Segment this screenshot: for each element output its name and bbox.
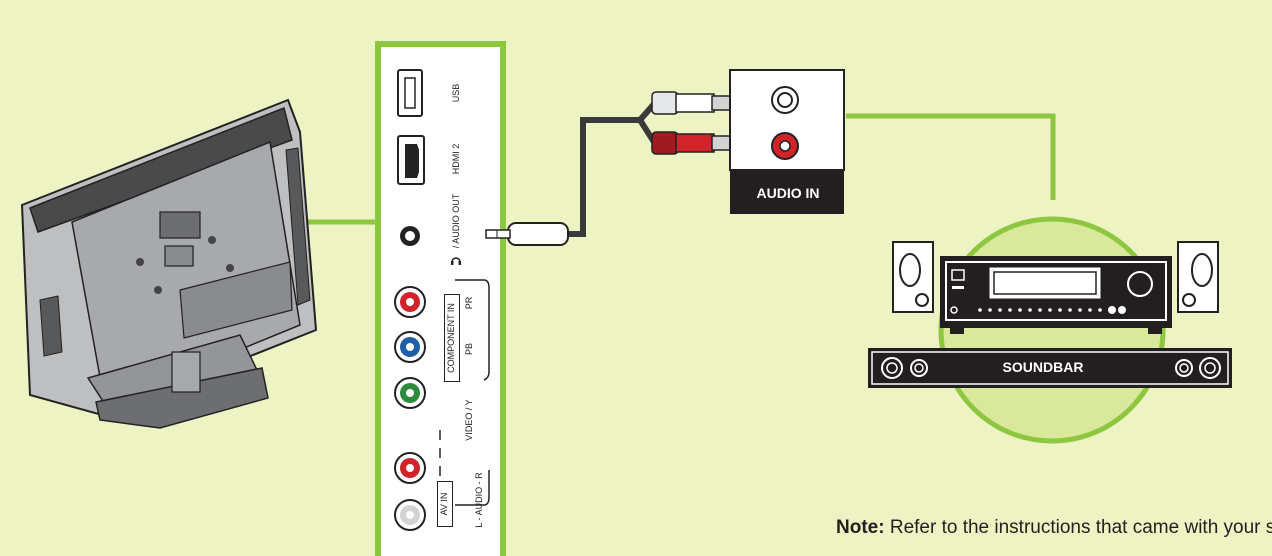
note-text: Note: Refer to the instructions that cam… <box>836 515 1272 541</box>
speaker-icon <box>892 241 934 313</box>
note-label: Note: <box>836 517 885 538</box>
component-y-jack <box>394 377 426 409</box>
audio-out-label: / AUDIO OUT <box>451 193 461 249</box>
audio-out-jack-icon <box>400 226 420 246</box>
audio-cable <box>520 102 657 237</box>
pr-label: PR <box>464 296 474 310</box>
note-body: Refer to the instructions that came with… <box>889 517 1272 538</box>
mini-plug-icon <box>485 222 569 246</box>
av-audio-r-jack <box>394 452 426 484</box>
video-y-label: VIDEO / Y <box>464 399 474 441</box>
speaker-system-circle <box>938 216 1166 444</box>
component-in-label: COMPONENT IN <box>444 294 460 382</box>
component-pb-jack <box>394 331 426 363</box>
component-pr-jack <box>394 286 426 318</box>
port-group-brackets <box>439 279 490 506</box>
usb-label: USB <box>451 83 461 103</box>
audio-in-box <box>729 69 845 214</box>
usb-port-icon <box>397 69 423 117</box>
soundbar-label: SOUNDBAR <box>1002 359 1084 375</box>
av-audio-l-jack <box>394 499 426 531</box>
pb-label: PB <box>464 343 474 356</box>
hdmi-port-icon <box>397 135 425 185</box>
receiver-icon <box>940 256 1172 334</box>
speaker-connector-line <box>846 113 1056 200</box>
av-in-label: AV IN <box>437 481 453 527</box>
speaker-icon <box>1177 241 1219 313</box>
headphone-icon <box>451 257 461 265</box>
tv-icon <box>20 98 318 429</box>
audio-lr-label: L - AUDIO - R <box>474 472 484 528</box>
soundbar-icon <box>868 348 1232 388</box>
audio-in-label: AUDIO IN <box>756 185 820 201</box>
